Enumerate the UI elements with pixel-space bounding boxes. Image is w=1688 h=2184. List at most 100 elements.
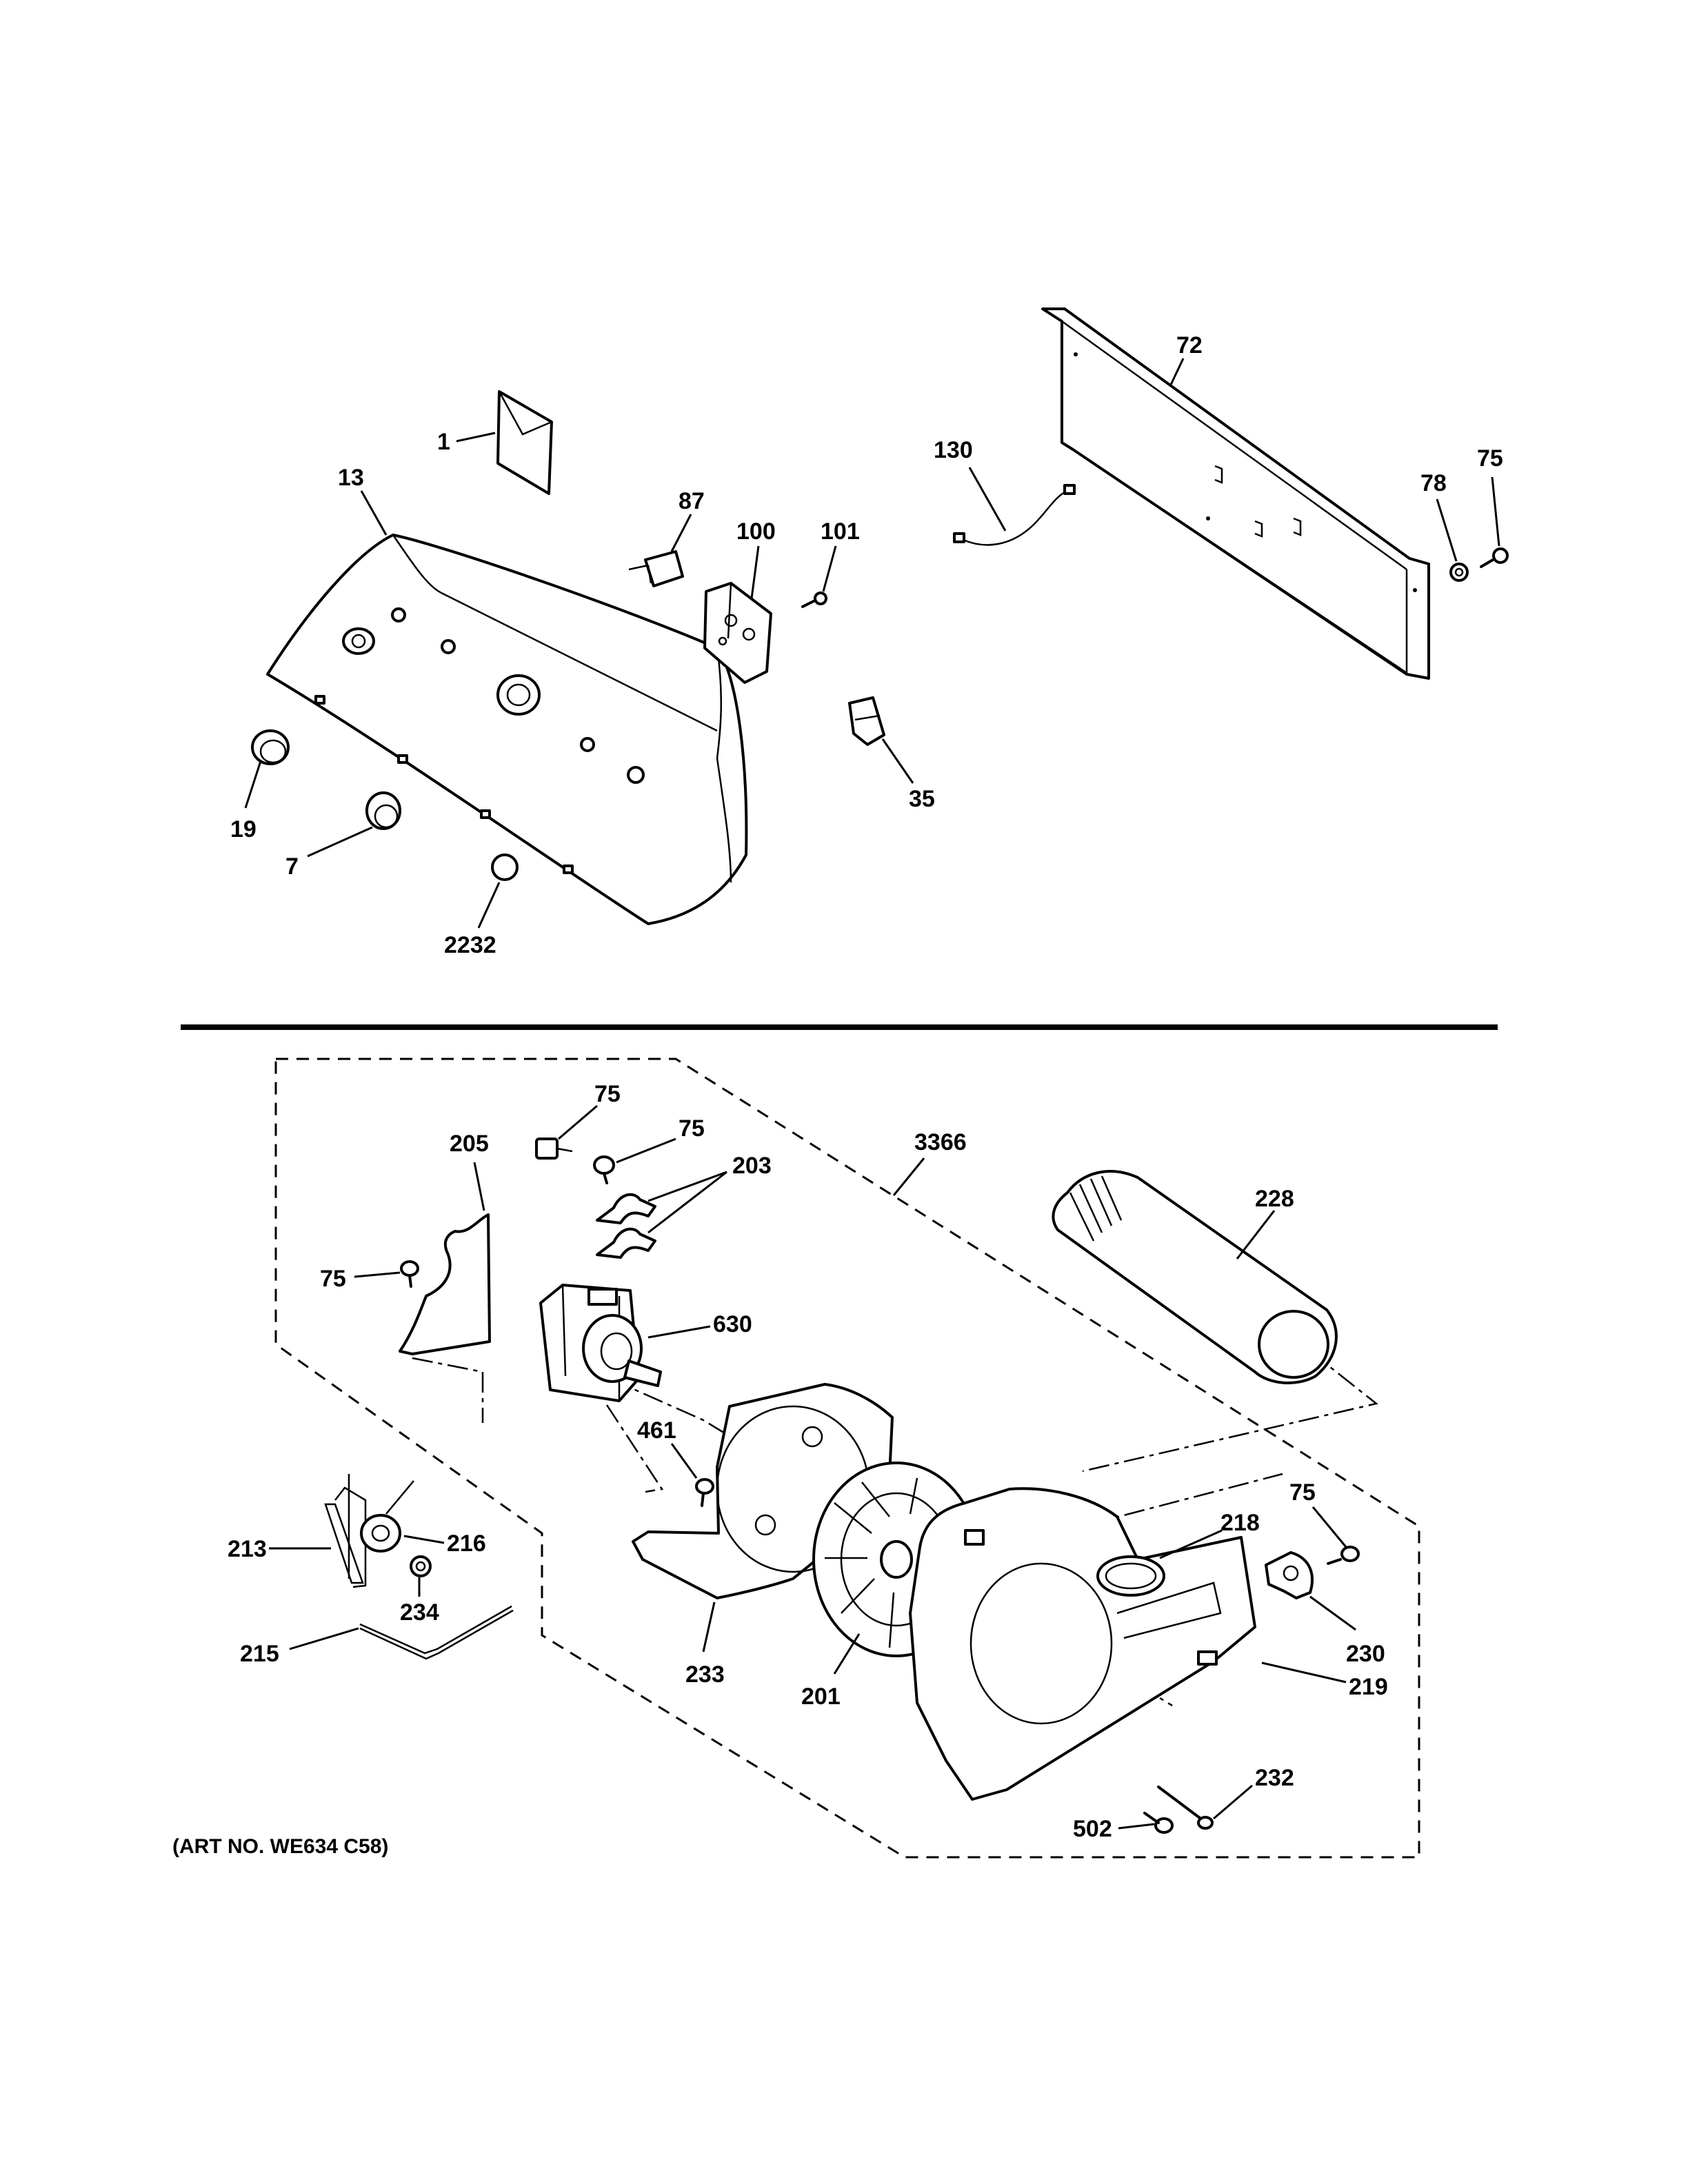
leader-75-b	[616, 1138, 676, 1164]
part-203-clips	[596, 1193, 656, 1259]
callout-75-a: 75	[594, 1081, 621, 1107]
part-216-idler-pulley	[360, 1480, 414, 1553]
callout-78: 78	[1420, 470, 1447, 496]
callout-19: 19	[230, 816, 257, 842]
callout-3366: 3366	[914, 1129, 967, 1155]
leader-75-a	[558, 1104, 598, 1140]
assembly-3366-boundary	[274, 1058, 1420, 1859]
callout-219: 219	[1349, 1674, 1388, 1700]
callout-461: 461	[637, 1417, 676, 1444]
callout-213: 213	[228, 1536, 267, 1562]
part-19-knob	[251, 729, 290, 765]
callout-203: 203	[732, 1153, 772, 1179]
part-75-screw-top	[1480, 547, 1509, 568]
leader-203-b	[647, 1171, 727, 1234]
part-72-rear-panel	[1041, 307, 1430, 680]
part-218-seal	[1096, 1555, 1165, 1597]
part-213-belt	[324, 1474, 367, 1588]
leader-502	[1118, 1823, 1155, 1830]
leader-218	[1159, 1529, 1223, 1559]
art-number: (ART NO. WE634 C58)	[172, 1835, 388, 1858]
leader-35	[881, 738, 914, 784]
leader-1	[456, 432, 496, 443]
leader-100	[750, 545, 760, 599]
leader-219	[1261, 1661, 1347, 1684]
callout-218: 218	[1220, 1510, 1260, 1536]
part-100-timer	[703, 582, 772, 684]
part-75-screw-b	[593, 1155, 615, 1184]
part-205-bracket	[399, 1213, 491, 1355]
part-2232-button	[491, 853, 519, 881]
leader-130	[968, 467, 1007, 532]
leader-7	[307, 826, 373, 858]
callout-201: 201	[801, 1684, 841, 1710]
callout-35: 35	[909, 786, 935, 812]
leader-75-d	[1312, 1506, 1347, 1548]
callout-2232: 2232	[444, 932, 496, 958]
callout-233: 233	[685, 1661, 725, 1688]
leader-201	[833, 1633, 861, 1675]
callout-75-d: 75	[1289, 1479, 1316, 1506]
part-219-blower-housing-front	[909, 1487, 1256, 1801]
leader-205	[473, 1162, 485, 1211]
callout-234: 234	[400, 1599, 439, 1626]
part-87-switch	[628, 550, 684, 587]
callout-13: 13	[338, 465, 364, 491]
leader-3366	[892, 1157, 925, 1196]
part-215-idler-arm	[359, 1605, 514, 1660]
callout-216: 216	[447, 1530, 486, 1557]
part-75-screw-c	[400, 1260, 419, 1288]
leader-461	[670, 1443, 698, 1479]
part-75-screw-d	[1327, 1546, 1360, 1565]
leader-75-c	[354, 1271, 401, 1278]
part-7-knob	[365, 791, 401, 830]
leader-228	[1236, 1210, 1276, 1260]
leader-630	[647, 1325, 711, 1339]
callout-87: 87	[679, 488, 705, 514]
part-78-star-washer	[1449, 563, 1469, 582]
callout-215: 215	[240, 1641, 279, 1667]
callout-7: 7	[285, 853, 299, 880]
part-101-screw	[801, 592, 827, 608]
part-13-control-panel	[266, 534, 748, 925]
part-232-screw	[1157, 1786, 1214, 1830]
leader-233	[702, 1601, 716, 1652]
callout-75-c: 75	[320, 1266, 346, 1292]
callout-502: 502	[1073, 1816, 1112, 1842]
callout-72: 72	[1176, 332, 1203, 358]
leader-13	[360, 490, 388, 536]
leader-19	[244, 760, 262, 809]
callout-205: 205	[450, 1131, 489, 1157]
callout-230: 230	[1346, 1641, 1385, 1667]
part-35-switch	[848, 696, 885, 746]
callout-1: 1	[437, 429, 450, 455]
part-1-envelope	[496, 390, 553, 495]
part-75-bolt-a	[535, 1138, 573, 1160]
leader-216	[403, 1535, 445, 1544]
part-461-screw	[695, 1478, 714, 1507]
callout-75-top: 75	[1477, 445, 1503, 472]
align-line-228	[1082, 1351, 1378, 1473]
leader-203-a	[647, 1171, 727, 1202]
callout-101: 101	[821, 518, 860, 545]
callout-130: 130	[934, 437, 973, 463]
leader-215	[289, 1627, 359, 1650]
leader-2232	[477, 882, 501, 929]
part-228-exhaust-duct	[1052, 1170, 1338, 1384]
leader-75-top	[1491, 476, 1500, 547]
callout-228: 228	[1255, 1186, 1294, 1212]
part-234-pulley	[410, 1555, 432, 1577]
callout-75-b: 75	[679, 1115, 705, 1142]
part-130-harness	[953, 484, 1076, 546]
part-502-screw	[1143, 1812, 1174, 1834]
callout-100: 100	[736, 518, 776, 545]
leader-230	[1309, 1595, 1356, 1631]
callout-232: 232	[1255, 1765, 1294, 1791]
leader-87	[670, 514, 692, 552]
align-line-233	[605, 1404, 664, 1493]
part-230-thermostat	[1265, 1551, 1314, 1599]
leader-232	[1213, 1784, 1253, 1820]
part-630-motor	[539, 1284, 662, 1402]
leader-101	[822, 545, 837, 592]
